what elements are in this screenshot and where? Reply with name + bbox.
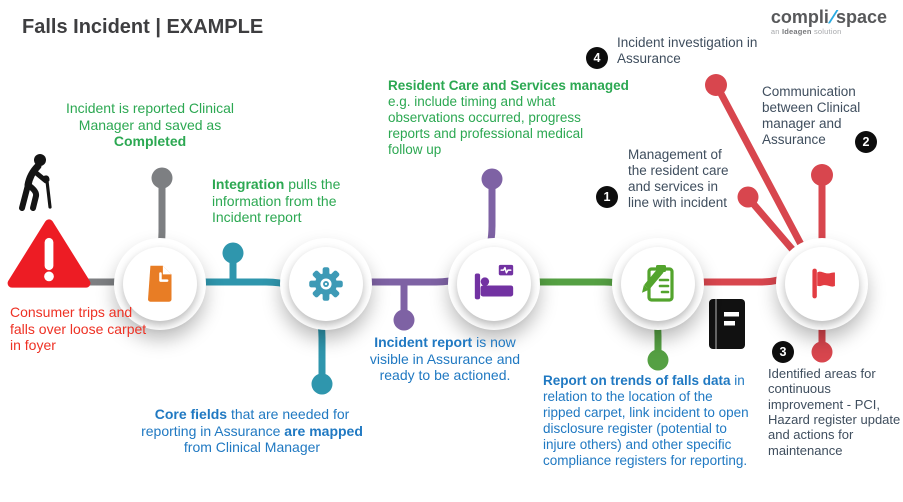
node-care-management — [612, 238, 704, 330]
patient-bed-icon — [474, 264, 514, 300]
note-incident-report-visible: Incident report is now visible in Assura… — [369, 334, 521, 384]
connector-green-dot — [647, 349, 669, 371]
connector-red-dot-4 — [705, 74, 727, 96]
node-assurance-record — [448, 238, 540, 330]
node-incident-report — [114, 238, 206, 330]
connector-red-dot-3 — [811, 341, 833, 363]
note-consumer-trips: Consumer trips and falls over loose carp… — [10, 304, 147, 354]
note-item-4: Incident investigation in Assurance — [617, 35, 758, 66]
note-item-2: Communication between Clinical manager a… — [762, 84, 861, 147]
note-item-3: Identified areas for continuous improvem… — [768, 366, 901, 458]
note-integration: Integration pulls the information from t… — [212, 176, 341, 226]
note-item-1: Management of the resident care and serv… — [628, 147, 729, 210]
warning-triangle-icon — [7, 219, 91, 288]
gear-icon — [309, 267, 343, 301]
node-improvement-flag — [776, 238, 868, 330]
note-incident-reported: Incident is reported Clinical Manager an… — [65, 100, 235, 150]
badge-4: 4 — [586, 47, 608, 69]
logo-wordmark: compli/space — [770, 7, 887, 27]
connector-purple-top-dot — [481, 168, 503, 190]
logo-tagline: an Ideagen solution — [770, 26, 842, 36]
connector-teal-bottom-dot — [311, 373, 333, 395]
badge-3: 3 — [772, 341, 794, 363]
badge-1: 1 — [596, 186, 618, 208]
page-title: Falls Incident | EXAMPLE — [22, 16, 264, 38]
node-integration — [280, 238, 372, 330]
checklist-pencil-icon — [642, 265, 674, 302]
badge-2: 2 — [855, 131, 877, 153]
note-report-trends: Report on trends of falls data in relati… — [543, 373, 749, 468]
flag-icon — [812, 268, 835, 299]
complispace-logo: compli/space an Ideagen solution — [770, 7, 887, 36]
connector-purple-bottom-dot — [393, 309, 415, 331]
connector-red-dot-2 — [811, 164, 833, 186]
document-icon — [148, 265, 172, 302]
connector-red-dot-1 — [737, 186, 759, 208]
connector-teal-top-dot — [222, 242, 244, 264]
notebook-icon — [709, 299, 745, 349]
note-core-fields: Core fields that are needed for reportin… — [141, 406, 363, 456]
person-with-cane-icon — [19, 154, 52, 211]
connector-gray-dot — [151, 167, 173, 189]
